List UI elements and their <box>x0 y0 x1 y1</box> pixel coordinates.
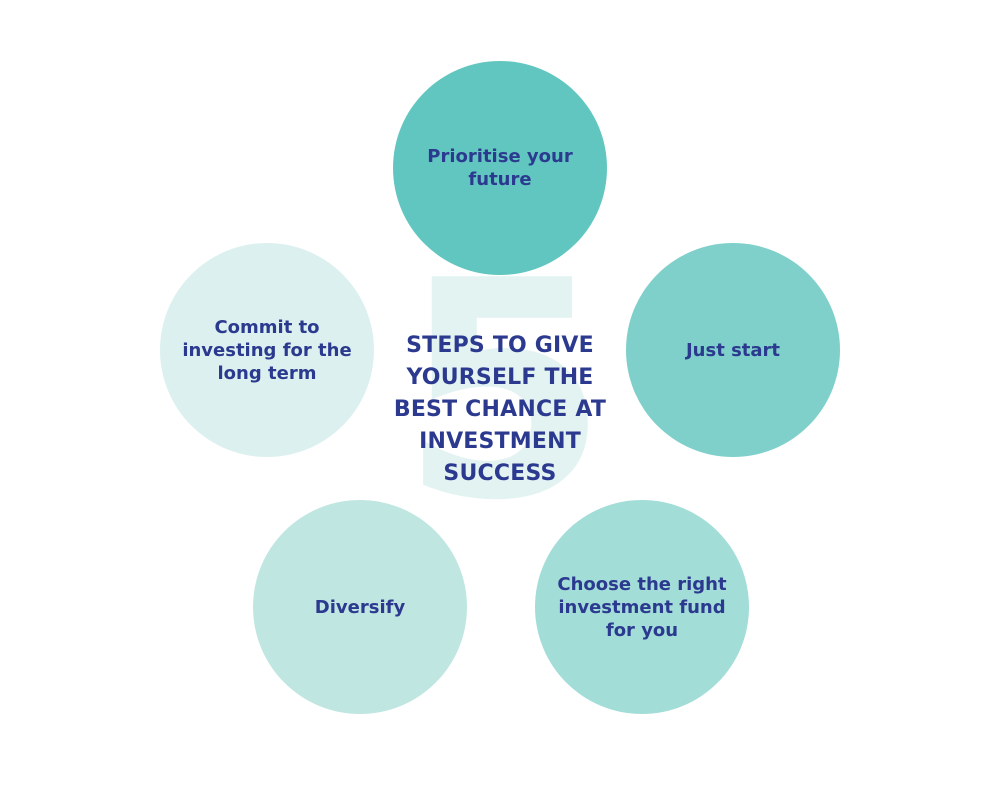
background-number-five: 5 <box>400 217 609 566</box>
step-circle-diversify: Diversify <box>253 500 467 714</box>
step-circle-choose-fund: Choose the right investment fund for you <box>535 500 749 714</box>
step-label: Just start <box>685 339 781 361</box>
step-label: Choose the right investment fund for you <box>557 573 727 641</box>
step-circle-just-start: Just start <box>626 243 840 457</box>
step-circle-prioritise: Prioritise your future <box>393 61 607 275</box>
diagram-title: STEPS TO GIVE YOURSELF THE BEST CHANCE A… <box>393 333 607 486</box>
step-circle-commit-long-term: Commit to investing for the long term <box>160 243 374 457</box>
step-label: Commit to investing for the long term <box>182 316 352 384</box>
step-label: Prioritise your future <box>427 146 573 190</box>
step-label: Diversify <box>314 596 406 618</box>
